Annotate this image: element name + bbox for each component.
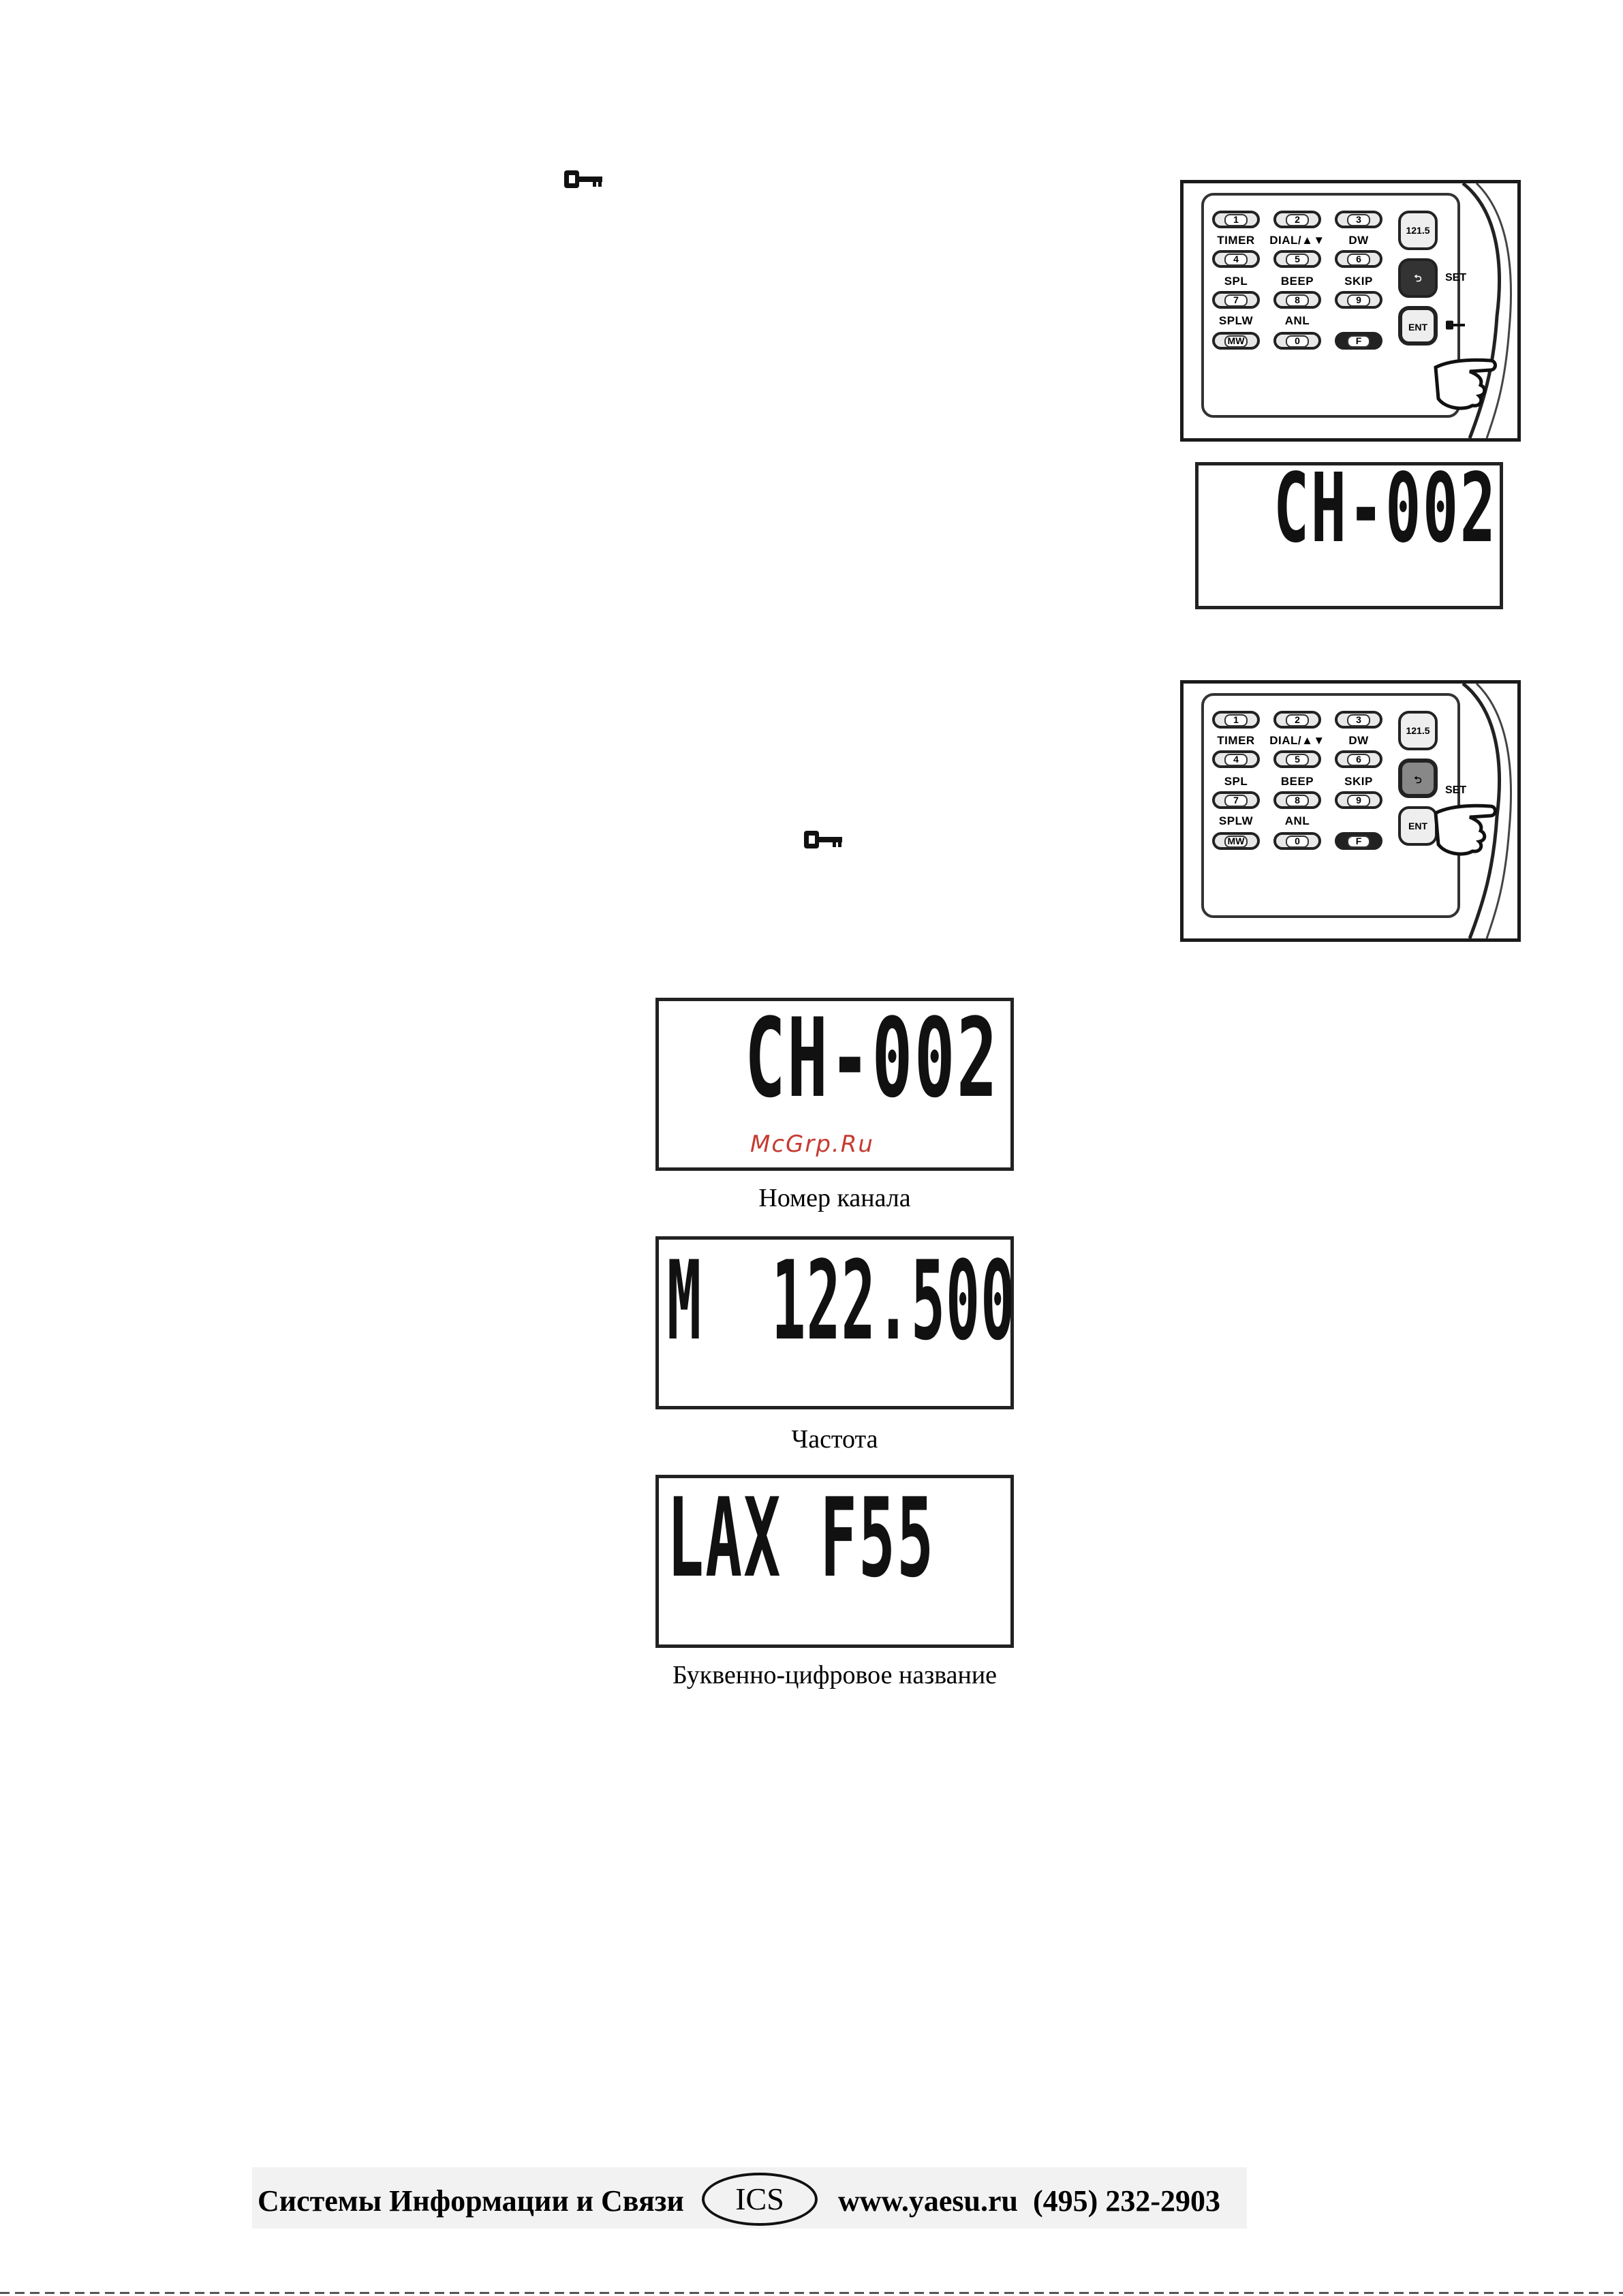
key-9: 9 — [1335, 791, 1382, 809]
key-5: 5 — [1273, 250, 1321, 268]
key-mw: MW — [1212, 332, 1260, 350]
label-timer: TIMER — [1217, 734, 1255, 747]
key-icon — [564, 170, 602, 188]
key-0: 0 — [1273, 832, 1321, 850]
footer: Системы Информации и Связи ICS www.yaesu… — [252, 2167, 1247, 2229]
key-1: 1 — [1212, 711, 1260, 729]
key-icon — [804, 831, 842, 848]
footer-contact: www.yaesu.ru (495) 232-2903 — [838, 2184, 1220, 2218]
label-dial: DIAL/▲▼ — [1269, 734, 1325, 747]
label-anl: ANL — [1284, 314, 1310, 327]
key-2: 2 — [1273, 711, 1321, 729]
key-f: F — [1335, 832, 1382, 850]
label-beep: BEEP — [1280, 275, 1314, 288]
label-anl: ANL — [1284, 814, 1310, 827]
ics-logo: ICS — [702, 2173, 818, 2226]
label-spl: SPL — [1224, 275, 1248, 288]
key-8: 8 — [1273, 791, 1321, 809]
lcd-display-alpha: LAX F55 — [655, 1474, 1014, 1648]
label-dw: DW — [1348, 234, 1369, 247]
key-6: 6 — [1335, 250, 1382, 268]
key-121-5: 121.5 — [1398, 711, 1438, 750]
lcd-display-top: CH-002 — [1195, 453, 1503, 609]
key-1: 1 — [1212, 211, 1260, 228]
pointing-hand-icon — [1434, 358, 1497, 410]
key-121-5: 121.5 — [1398, 211, 1438, 250]
label-skip: SKIP — [1344, 775, 1373, 788]
keypad-illustration-ent: 1 2 3 TIMER DIAL/▲▼ DW 4 5 6 SPL BEEP SK… — [1180, 180, 1521, 442]
lcd-text: CH-002 — [745, 994, 1000, 1122]
key-0: 0 — [1273, 332, 1321, 350]
key-2: 2 — [1273, 211, 1321, 228]
key-set: ⮌ — [1398, 759, 1438, 798]
key-ent: ENT — [1398, 806, 1438, 846]
key-7: 7 — [1212, 291, 1260, 309]
label-timer: TIMER — [1217, 234, 1255, 247]
key-f: F — [1335, 332, 1382, 350]
key-mw: MW — [1212, 832, 1260, 850]
radio-case-edge — [1462, 684, 1512, 938]
lcd-text: LAX F55 — [667, 1474, 936, 1602]
label-spl: SPL — [1224, 775, 1248, 788]
lcd-text: M 122.500 — [667, 1237, 1016, 1364]
label-skip: SKIP — [1344, 275, 1373, 288]
pointing-hand-icon — [1434, 803, 1497, 856]
lcd-display-channel: CH-002 McGrp.Ru — [655, 994, 1014, 1171]
label-dw: DW — [1348, 734, 1369, 747]
caption-frequency: Частота — [791, 1425, 878, 1454]
bottom-dashed-rule — [0, 2292, 1623, 2294]
key-6: 6 — [1335, 750, 1382, 768]
label-splw: SPLW — [1218, 314, 1254, 327]
key-9: 9 — [1335, 291, 1382, 309]
label-splw: SPLW — [1218, 814, 1254, 827]
key-3: 3 — [1335, 211, 1382, 228]
caption-channel: Номер канала — [758, 1184, 911, 1212]
keypad-panel — [1201, 193, 1460, 418]
key-3: 3 — [1335, 711, 1382, 729]
key-4: 4 — [1212, 750, 1260, 768]
lcd-text: CH-002 — [1273, 453, 1498, 564]
key-ent: ENT — [1398, 306, 1438, 346]
key-5: 5 — [1273, 750, 1321, 768]
lcd-display-frequency: M 122.500 — [655, 1236, 1016, 1409]
set-label: SET — [1445, 272, 1467, 284]
keypad-illustration-set: 1 2 3 TIMER DIAL/▲▼ DW 4 5 6 SPL BEEP SK… — [1180, 680, 1521, 942]
key-7: 7 — [1212, 791, 1260, 809]
set-label: SET — [1445, 784, 1467, 796]
key-set: ⮌ — [1398, 258, 1438, 298]
caption-alpha: Буквенно-цифровое название — [672, 1661, 998, 1689]
label-beep: BEEP — [1280, 775, 1314, 788]
footer-company: Системы Информации и Связи — [258, 2184, 684, 2218]
key-8: 8 — [1273, 291, 1321, 309]
label-dial: DIAL/▲▼ — [1269, 234, 1325, 247]
watermark: McGrp.Ru — [750, 1131, 874, 1158]
key-icon — [1446, 320, 1465, 330]
key-4: 4 — [1212, 250, 1260, 268]
